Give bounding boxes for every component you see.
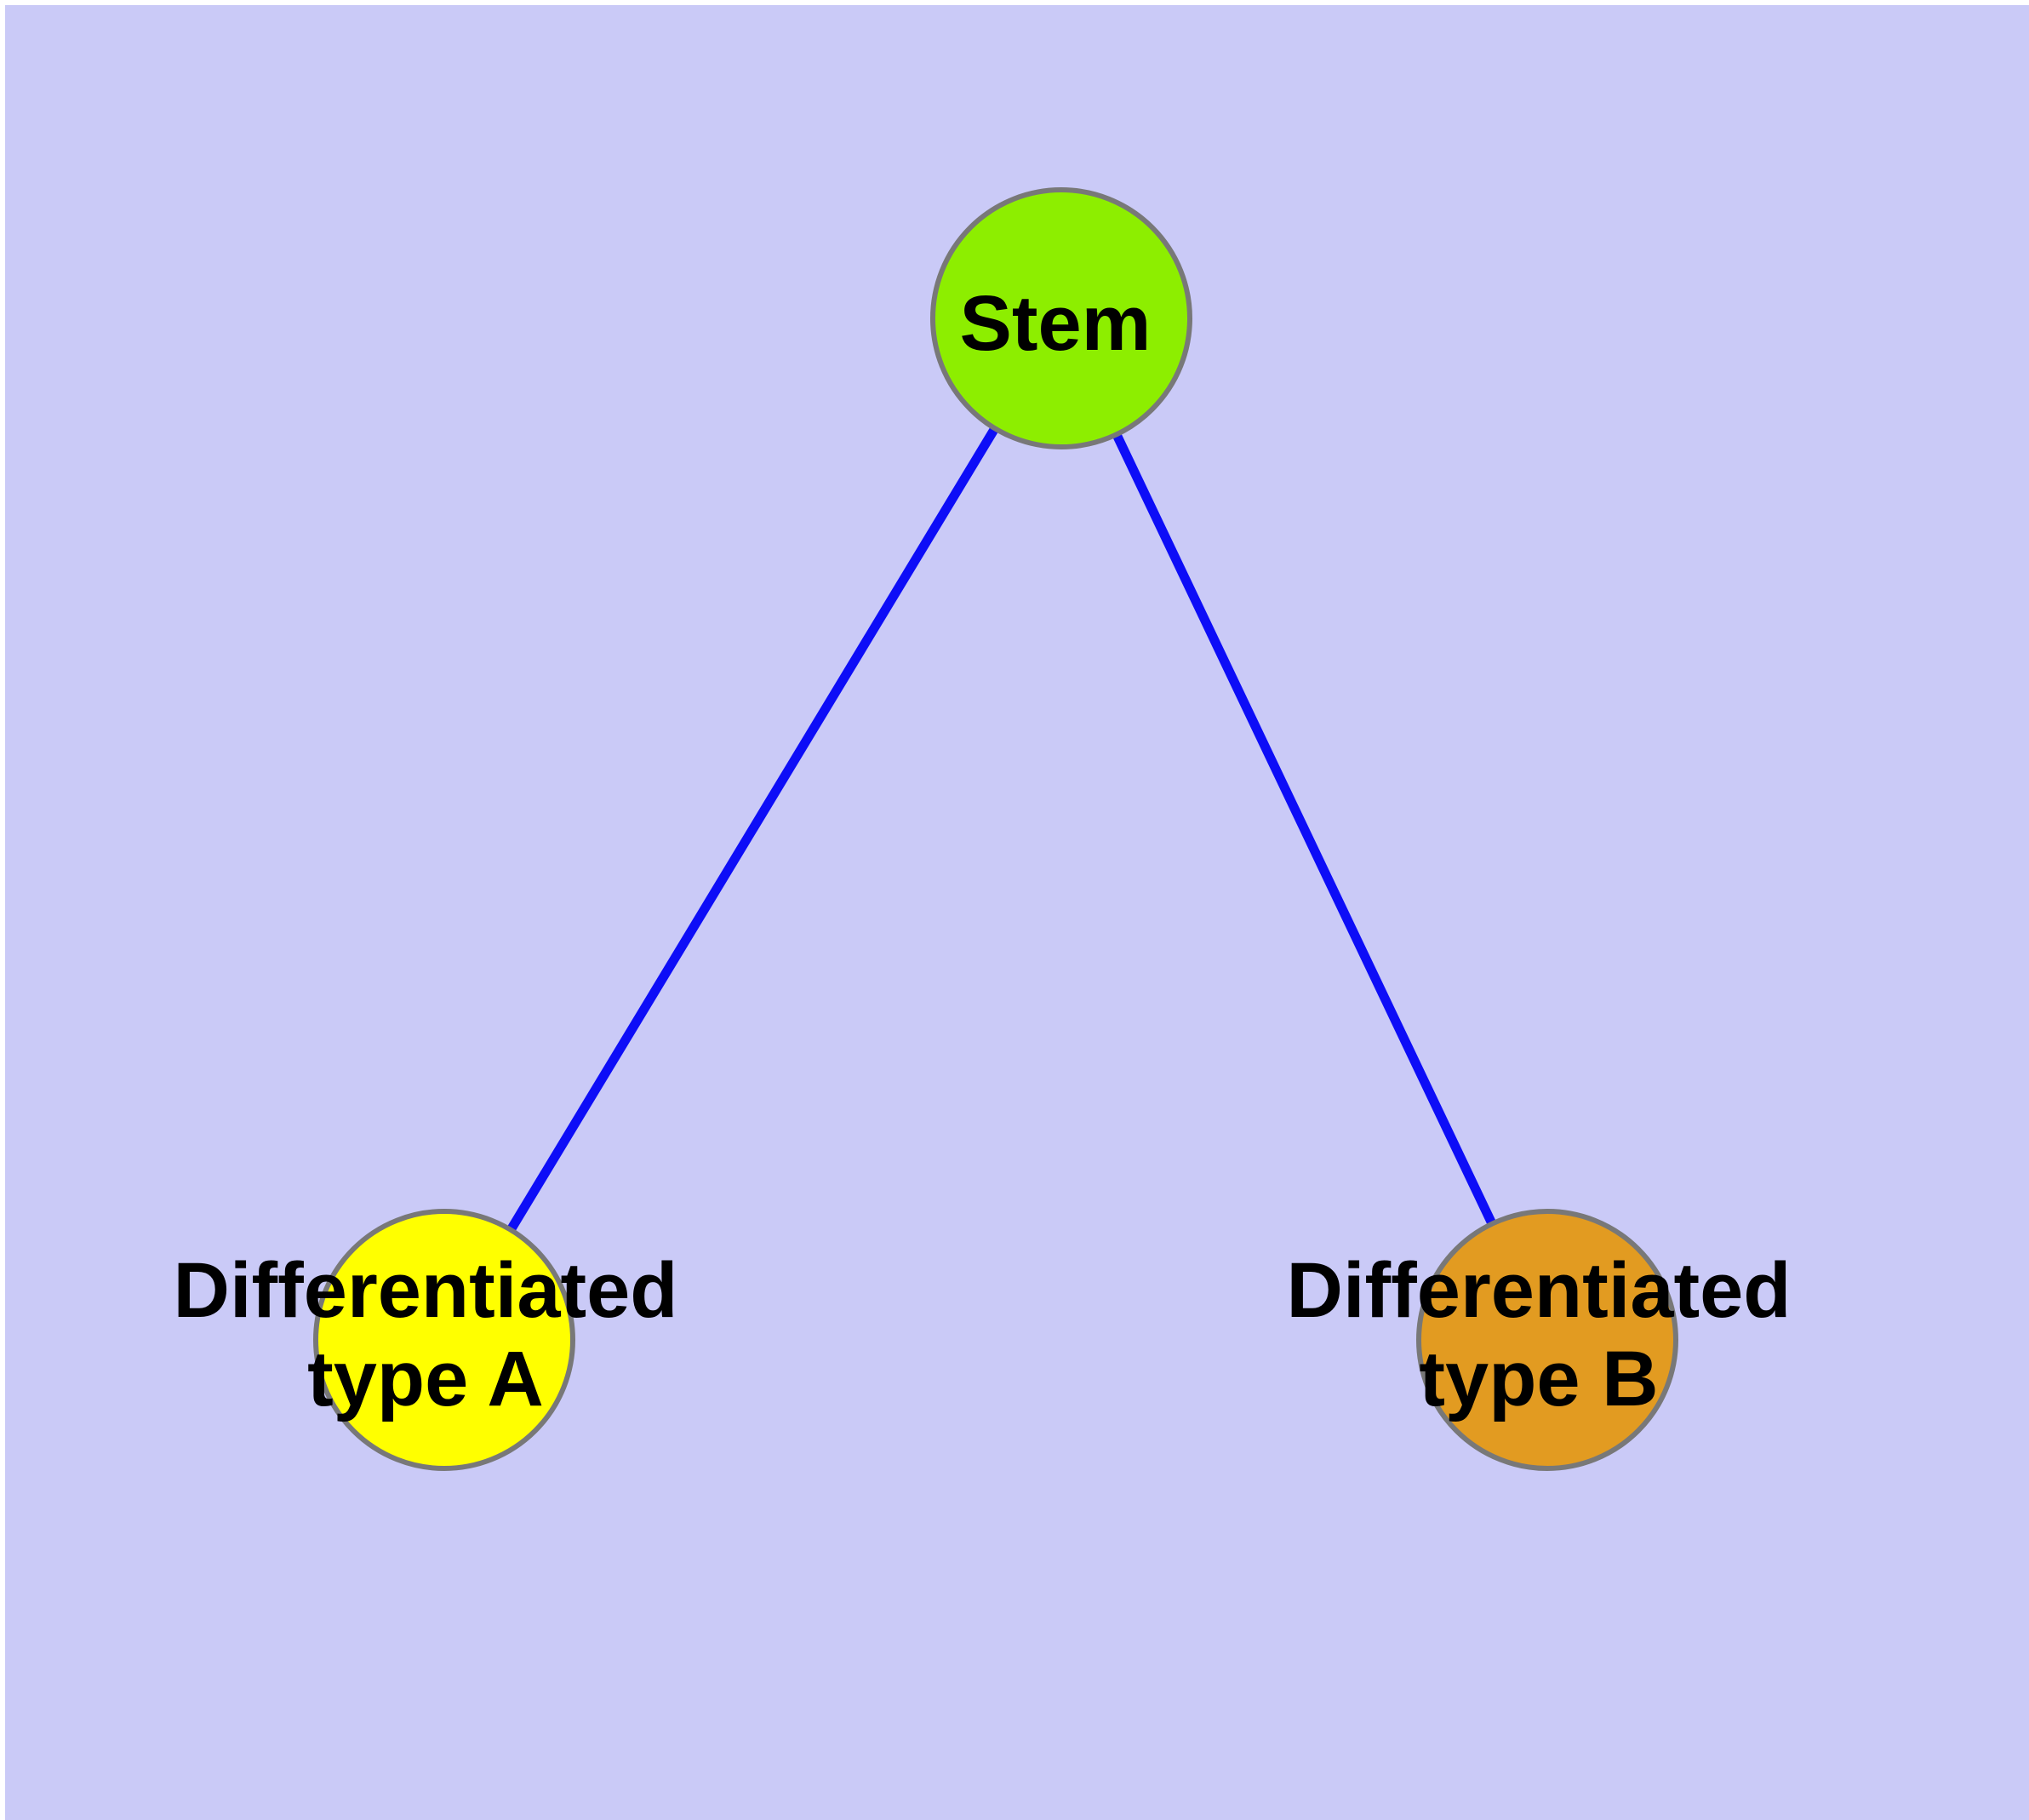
stem-node-circle <box>930 187 1192 449</box>
node-differentiated-type-a: Differentiated type A <box>174 1209 678 1471</box>
type-a-node-circle <box>313 1209 575 1471</box>
type-a-node-label-line-1: Differentiated <box>174 1247 678 1334</box>
type-a-node-label-line-2: type A <box>307 1336 544 1422</box>
type-b-node-label-line-1: Differentiated <box>1287 1247 1792 1334</box>
type-b-node-circle <box>1416 1209 1678 1471</box>
edge-stem-to-type-b <box>1057 316 1552 1342</box>
stem-node-label: Stem <box>960 280 1152 367</box>
node-stem: Stem <box>930 187 1192 449</box>
edge-stem-to-type-a <box>440 316 1066 1342</box>
node-differentiated-type-b: Differentiated type B <box>1287 1209 1792 1471</box>
type-b-node-label-line-2: type B <box>1419 1336 1658 1422</box>
